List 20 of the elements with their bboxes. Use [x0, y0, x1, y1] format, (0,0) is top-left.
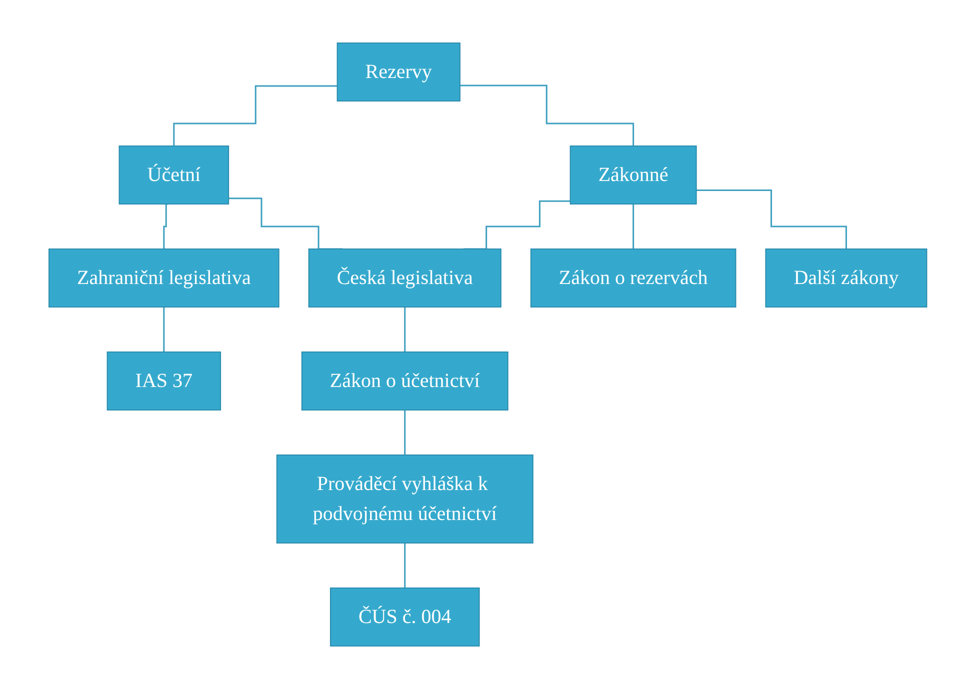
connector [163, 202, 168, 250]
connector [163, 306, 165, 352]
node-box: Prováděcí vyhláška k podvojnému účetnictví [276, 454, 534, 543]
connector [696, 189, 848, 250]
node-box: Zákonné [570, 145, 697, 204]
connector [632, 202, 634, 250]
node-box: Další zákony [765, 248, 928, 307]
node-box: Zahraniční legislativa [48, 248, 280, 307]
connector [173, 84, 338, 146]
node-box: ČÚS č. 004 [330, 587, 480, 646]
connector [404, 542, 406, 588]
node-box: Česká legislativa [308, 248, 502, 307]
connector [404, 306, 406, 352]
connector [460, 84, 634, 146]
connector [404, 408, 406, 456]
node-box: Zákon o rezervách [530, 248, 736, 307]
node-box: Účetní [118, 145, 230, 204]
node-box: Rezervy [336, 42, 461, 101]
node-box: IAS 37 [106, 351, 222, 410]
node-box: Zákon o účetnictví [302, 351, 508, 410]
